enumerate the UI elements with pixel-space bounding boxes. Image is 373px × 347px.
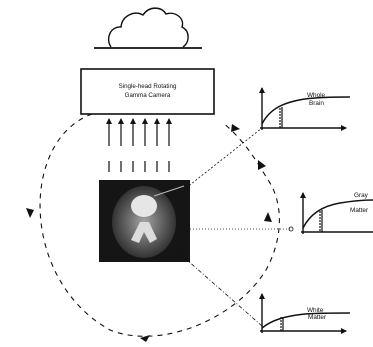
brain-bright-spot <box>131 195 157 217</box>
gray-matter-curve <box>302 199 373 229</box>
whole-brain-curve <box>261 96 351 125</box>
photon-ticks <box>108 161 170 172</box>
gray-matter-label-line1: Gray <box>354 192 369 199</box>
white-matter-label-line1: White <box>307 307 324 314</box>
orbit-arrow-right <box>264 212 272 222</box>
orbit-arrow-bottom <box>140 335 150 342</box>
projection-lines <box>177 127 294 327</box>
camera-label-line2: Gamma Camera <box>125 92 171 99</box>
whole-brain-label-line2: Brain <box>309 100 324 107</box>
dashed-rotation-orbit <box>26 113 280 342</box>
plot-white-matter <box>259 293 351 334</box>
photon-arrows-up <box>106 118 172 146</box>
plot-whole-brain <box>259 87 351 131</box>
gamma-camera-box: Single-head Rotating Gamma Camera <box>80 68 215 115</box>
gray-matter-label-line2: Matter <box>350 207 369 214</box>
plot-gray-matter <box>300 192 373 234</box>
orbit-arrow-top-right <box>231 124 240 132</box>
brain-slice-image <box>99 180 190 262</box>
brain-ventricle-shape <box>131 222 157 243</box>
whole-brain-label-line1: Whole <box>307 92 326 99</box>
white-matter-curve <box>261 312 351 329</box>
orbit-arrow-left <box>26 208 34 218</box>
head-outline-icon <box>94 7 202 49</box>
camera-label-line1: Single-head Rotating <box>119 83 177 90</box>
orbit-arrow-upper-right <box>258 160 266 170</box>
white-matter-label-line2: Matter <box>308 314 327 321</box>
